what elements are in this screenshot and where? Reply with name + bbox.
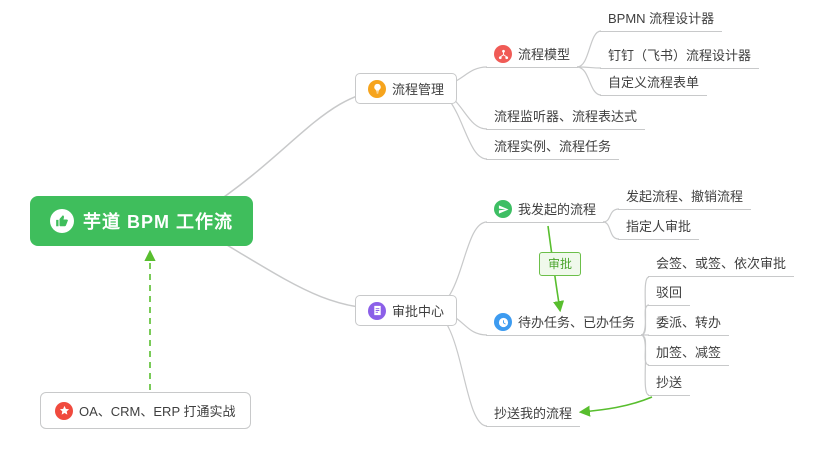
topic-label: OA、CRM、ERP 打通实战 [79, 404, 236, 419]
topic-label: 委派、转办 [656, 315, 722, 330]
approval-edge-label[interactable]: 审批 [539, 252, 582, 276]
topic-label: 流程实例、流程任务 [494, 139, 612, 154]
topic-label: 流程模型 [518, 46, 571, 62]
central-topic-label: 芋道 BPM 工作流 [83, 212, 234, 232]
topic-label: BPMN 流程设计器 [608, 11, 715, 26]
topic-countersign-modes[interactable]: 会签、或签、依次审批 [648, 252, 795, 277]
tasks-clock-icon [494, 313, 512, 331]
topic-label: 抄送 [656, 375, 683, 390]
topic-custom-form[interactable]: 自定义流程表单 [600, 71, 708, 96]
topic-initiate-cancel[interactable]: 发起流程、撤销流程 [618, 185, 752, 210]
topic-listener-expression[interactable]: 流程监听器、流程表达式 [486, 105, 646, 130]
approval-doc-icon [368, 301, 386, 320]
topic-label: 抄送我的流程 [494, 406, 573, 421]
topic-approval-center[interactable]: 审批中心 [355, 295, 458, 326]
lightbulb-icon [368, 79, 386, 98]
topic-reject[interactable]: 驳回 [648, 281, 691, 306]
send-icon [494, 200, 512, 218]
edge-label-text: 审批 [548, 257, 573, 271]
flow-model-icon [494, 45, 512, 63]
topic-todo-done[interactable]: 待办任务、已办任务 [486, 310, 644, 336]
topic-label: 流程监听器、流程表达式 [494, 109, 638, 124]
topic-my-initiated[interactable]: 我发起的流程 [486, 197, 605, 223]
topic-label: 我发起的流程 [518, 201, 597, 217]
topic-label: 待办任务、已办任务 [518, 314, 636, 330]
topic-label: 流程管理 [392, 82, 445, 97]
topic-assignee-approval[interactable]: 指定人审批 [618, 215, 700, 240]
topic-label: 指定人审批 [626, 219, 692, 234]
topic-cc-my-process[interactable]: 抄送我的流程 [486, 402, 581, 427]
topic-cc[interactable]: 抄送 [648, 371, 691, 396]
topic-label: 驳回 [656, 285, 683, 300]
topic-add-reduce-sign[interactable]: 加签、减签 [648, 341, 730, 366]
topic-delegate-transfer[interactable]: 委派、转办 [648, 311, 730, 336]
topic-label: 钉钉（飞书）流程设计器 [608, 48, 752, 63]
topic-label: 审批中心 [392, 304, 445, 319]
topic-label: 发起流程、撤销流程 [626, 189, 744, 204]
topic-label: 加签、减签 [656, 345, 722, 360]
cc-arrow [578, 396, 653, 417]
topic-bpmn-designer[interactable]: BPMN 流程设计器 [600, 7, 723, 32]
topic-label: 会签、或签、依次审批 [656, 256, 787, 271]
topic-label: 自定义流程表单 [608, 75, 700, 90]
central-topic[interactable]: 芋道 BPM 工作流 [30, 196, 254, 246]
topic-integration-practice[interactable]: OA、CRM、ERP 打通实战 [40, 392, 251, 429]
thumbs-up-icon [50, 209, 74, 233]
topic-process-model[interactable]: 流程模型 [486, 42, 579, 68]
topic-dingtalk-designer[interactable]: 钉钉（飞书）流程设计器 [600, 44, 760, 69]
star-icon [55, 401, 73, 420]
topic-process-management[interactable]: 流程管理 [355, 73, 458, 104]
topic-instance-task[interactable]: 流程实例、流程任务 [486, 135, 620, 160]
